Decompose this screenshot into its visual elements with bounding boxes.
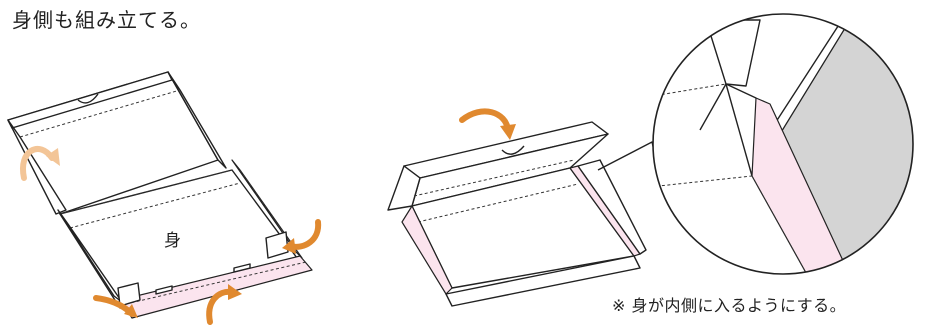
page-title: 身側も組み立てる。 bbox=[12, 8, 201, 32]
callout-pointer bbox=[597, 141, 661, 177]
body-right-outer-wall bbox=[577, 159, 647, 255]
left-box-illustration: 身 bbox=[7, 71, 322, 325]
lock-slot-1 bbox=[155, 285, 173, 295]
fold-arrow-front-left bbox=[93, 295, 138, 318]
corner-tab-left bbox=[117, 282, 141, 307]
zoom-detail-circle bbox=[652, 13, 914, 275]
lid-thumb-notch bbox=[77, 93, 99, 104]
body-front-wall bbox=[445, 255, 641, 307]
lid-side-flap-left bbox=[7, 119, 67, 215]
lid-thumb-notch-mid bbox=[501, 145, 525, 155]
body-panel-label: 身 bbox=[164, 231, 181, 251]
corner-tab-right bbox=[265, 231, 289, 259]
rotate-arrow-lid bbox=[459, 108, 516, 140]
lid-side-flap-right bbox=[167, 71, 227, 169]
instruction-note: ※ 身が内側に入るようにする。 bbox=[612, 296, 847, 315]
middle-box-illustration bbox=[387, 108, 661, 307]
lock-slot-2 bbox=[233, 263, 251, 273]
fold-arrow-right-tab bbox=[282, 219, 322, 254]
inner-body-wall bbox=[751, 97, 853, 274]
fold-arrow-front-center bbox=[206, 284, 242, 325]
body-inner-wall-left bbox=[401, 205, 453, 295]
fold-arrow-lid-left bbox=[20, 146, 60, 181]
